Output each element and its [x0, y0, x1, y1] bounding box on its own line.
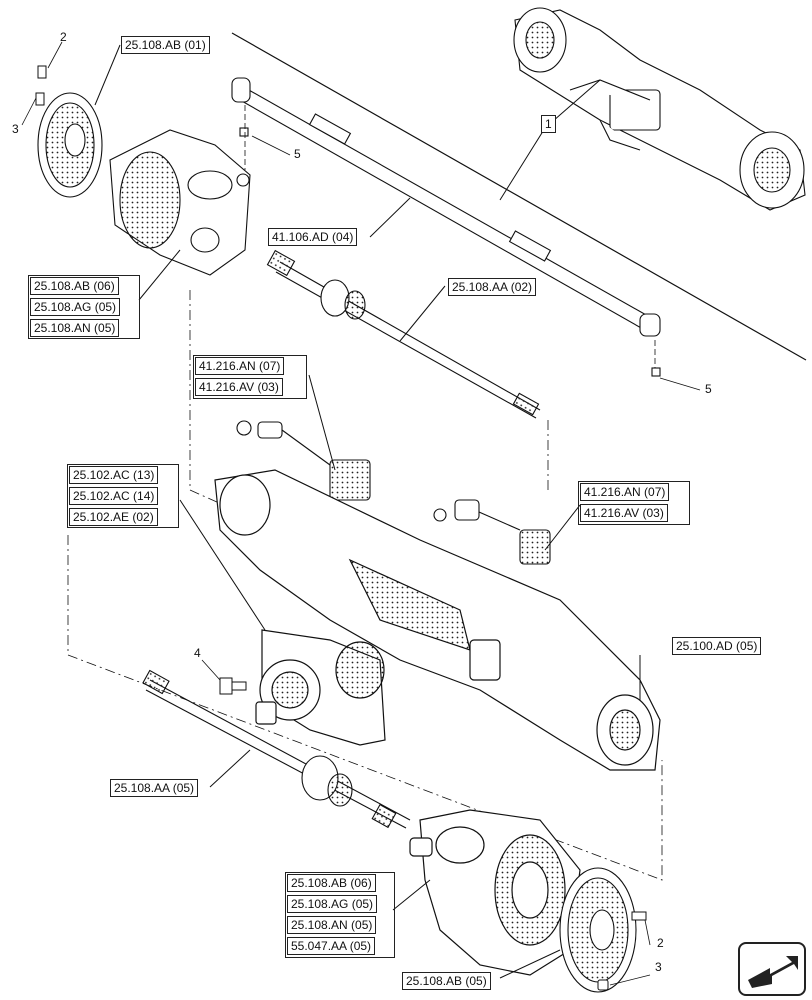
ref-25-102-ac-14[interactable]: 25.102.AC (14): [69, 487, 159, 505]
ref-25-108-ab-05[interactable]: 25.108.AB (05): [402, 972, 491, 990]
ref-25-108-ab-06-top[interactable]: 25.108.AB (06): [30, 277, 119, 295]
ref-41-216-av-03-left[interactable]: 41.216.AV (03): [195, 378, 283, 396]
differential-housing: [255, 629, 386, 746]
ref-group-axle-beam: [67, 464, 179, 528]
reduction-housing-top: [109, 129, 251, 276]
ref-25-108-ab-01[interactable]: 25.108.AB (01): [121, 36, 210, 54]
callout-5-right: 5: [705, 382, 712, 396]
divider-line: [231, 32, 807, 361]
callout-3-top: 3: [12, 122, 19, 136]
ref-41-106-ad-04[interactable]: 41.106.AD (04): [268, 228, 358, 246]
hub-cover-top: [37, 92, 103, 198]
ref-25-108-an-05-top[interactable]: 25.108.AN (05): [30, 319, 120, 337]
front-axle-beam: [214, 469, 661, 771]
drive-shaft-lower: [142, 669, 411, 829]
callout-3-bottom: 3: [655, 960, 662, 974]
steering-cylinder-left: [236, 420, 371, 501]
next-page-button[interactable]: [738, 942, 806, 996]
callout-5-top: 5: [294, 147, 301, 161]
ref-25-108-ag-05-top[interactable]: 25.108.AG (05): [30, 298, 121, 316]
ref-41-216-an-07-right[interactable]: 41.216.AN (07): [580, 483, 670, 501]
bolt-4: [219, 677, 247, 695]
ref-group-bottom: [285, 872, 395, 958]
ref-25-100-ad-05[interactable]: 25.100.AD (05): [672, 637, 762, 655]
ref-41-216-an-07-left[interactable]: 41.216.AN (07): [195, 357, 285, 375]
ref-25-102-ae-02[interactable]: 25.102.AE (02): [69, 508, 158, 526]
ref-25-108-ag-05-bottom[interactable]: 25.108.AG (05): [287, 895, 378, 913]
steering-cylinder-right: [433, 499, 551, 565]
tie-rod: [231, 77, 661, 377]
next-page-arrow-icon: [748, 956, 798, 988]
callout-2-top: 2: [60, 30, 67, 44]
ref-41-216-av-03-right[interactable]: 41.216.AV (03): [580, 504, 668, 522]
bolt-small-bottom: [597, 911, 647, 991]
hub-cover-bottom: [559, 867, 637, 993]
ref-group-steering-left: [193, 355, 307, 399]
ref-25-108-aa-05[interactable]: 25.108.AA (05): [110, 779, 199, 797]
ref-25-108-ab-06-bottom[interactable]: 25.108.AB (06): [287, 874, 376, 892]
ref-25-102-ac-13[interactable]: 25.102.AC (13): [69, 466, 159, 484]
axle-assembly-thumbnail: [513, 7, 806, 211]
leader-lines: [94, 44, 641, 979]
ref-group-steering-right: [578, 481, 690, 525]
callout-4: 4: [194, 646, 201, 660]
reduction-housing-bottom: [409, 809, 581, 976]
drive-shaft-upper: [266, 249, 541, 419]
ref-25-108-an-05-bottom[interactable]: 25.108.AN (05): [287, 916, 377, 934]
ref-group-top-left: [28, 275, 140, 339]
callout-1[interactable]: 1: [541, 115, 556, 133]
bolt-small: [35, 65, 47, 106]
ref-55-047-aa-05[interactable]: 55.047.AA (05): [287, 937, 376, 955]
callout-2-bottom: 2: [657, 936, 664, 950]
ref-25-108-aa-02[interactable]: 25.108.AA (02): [448, 278, 537, 296]
